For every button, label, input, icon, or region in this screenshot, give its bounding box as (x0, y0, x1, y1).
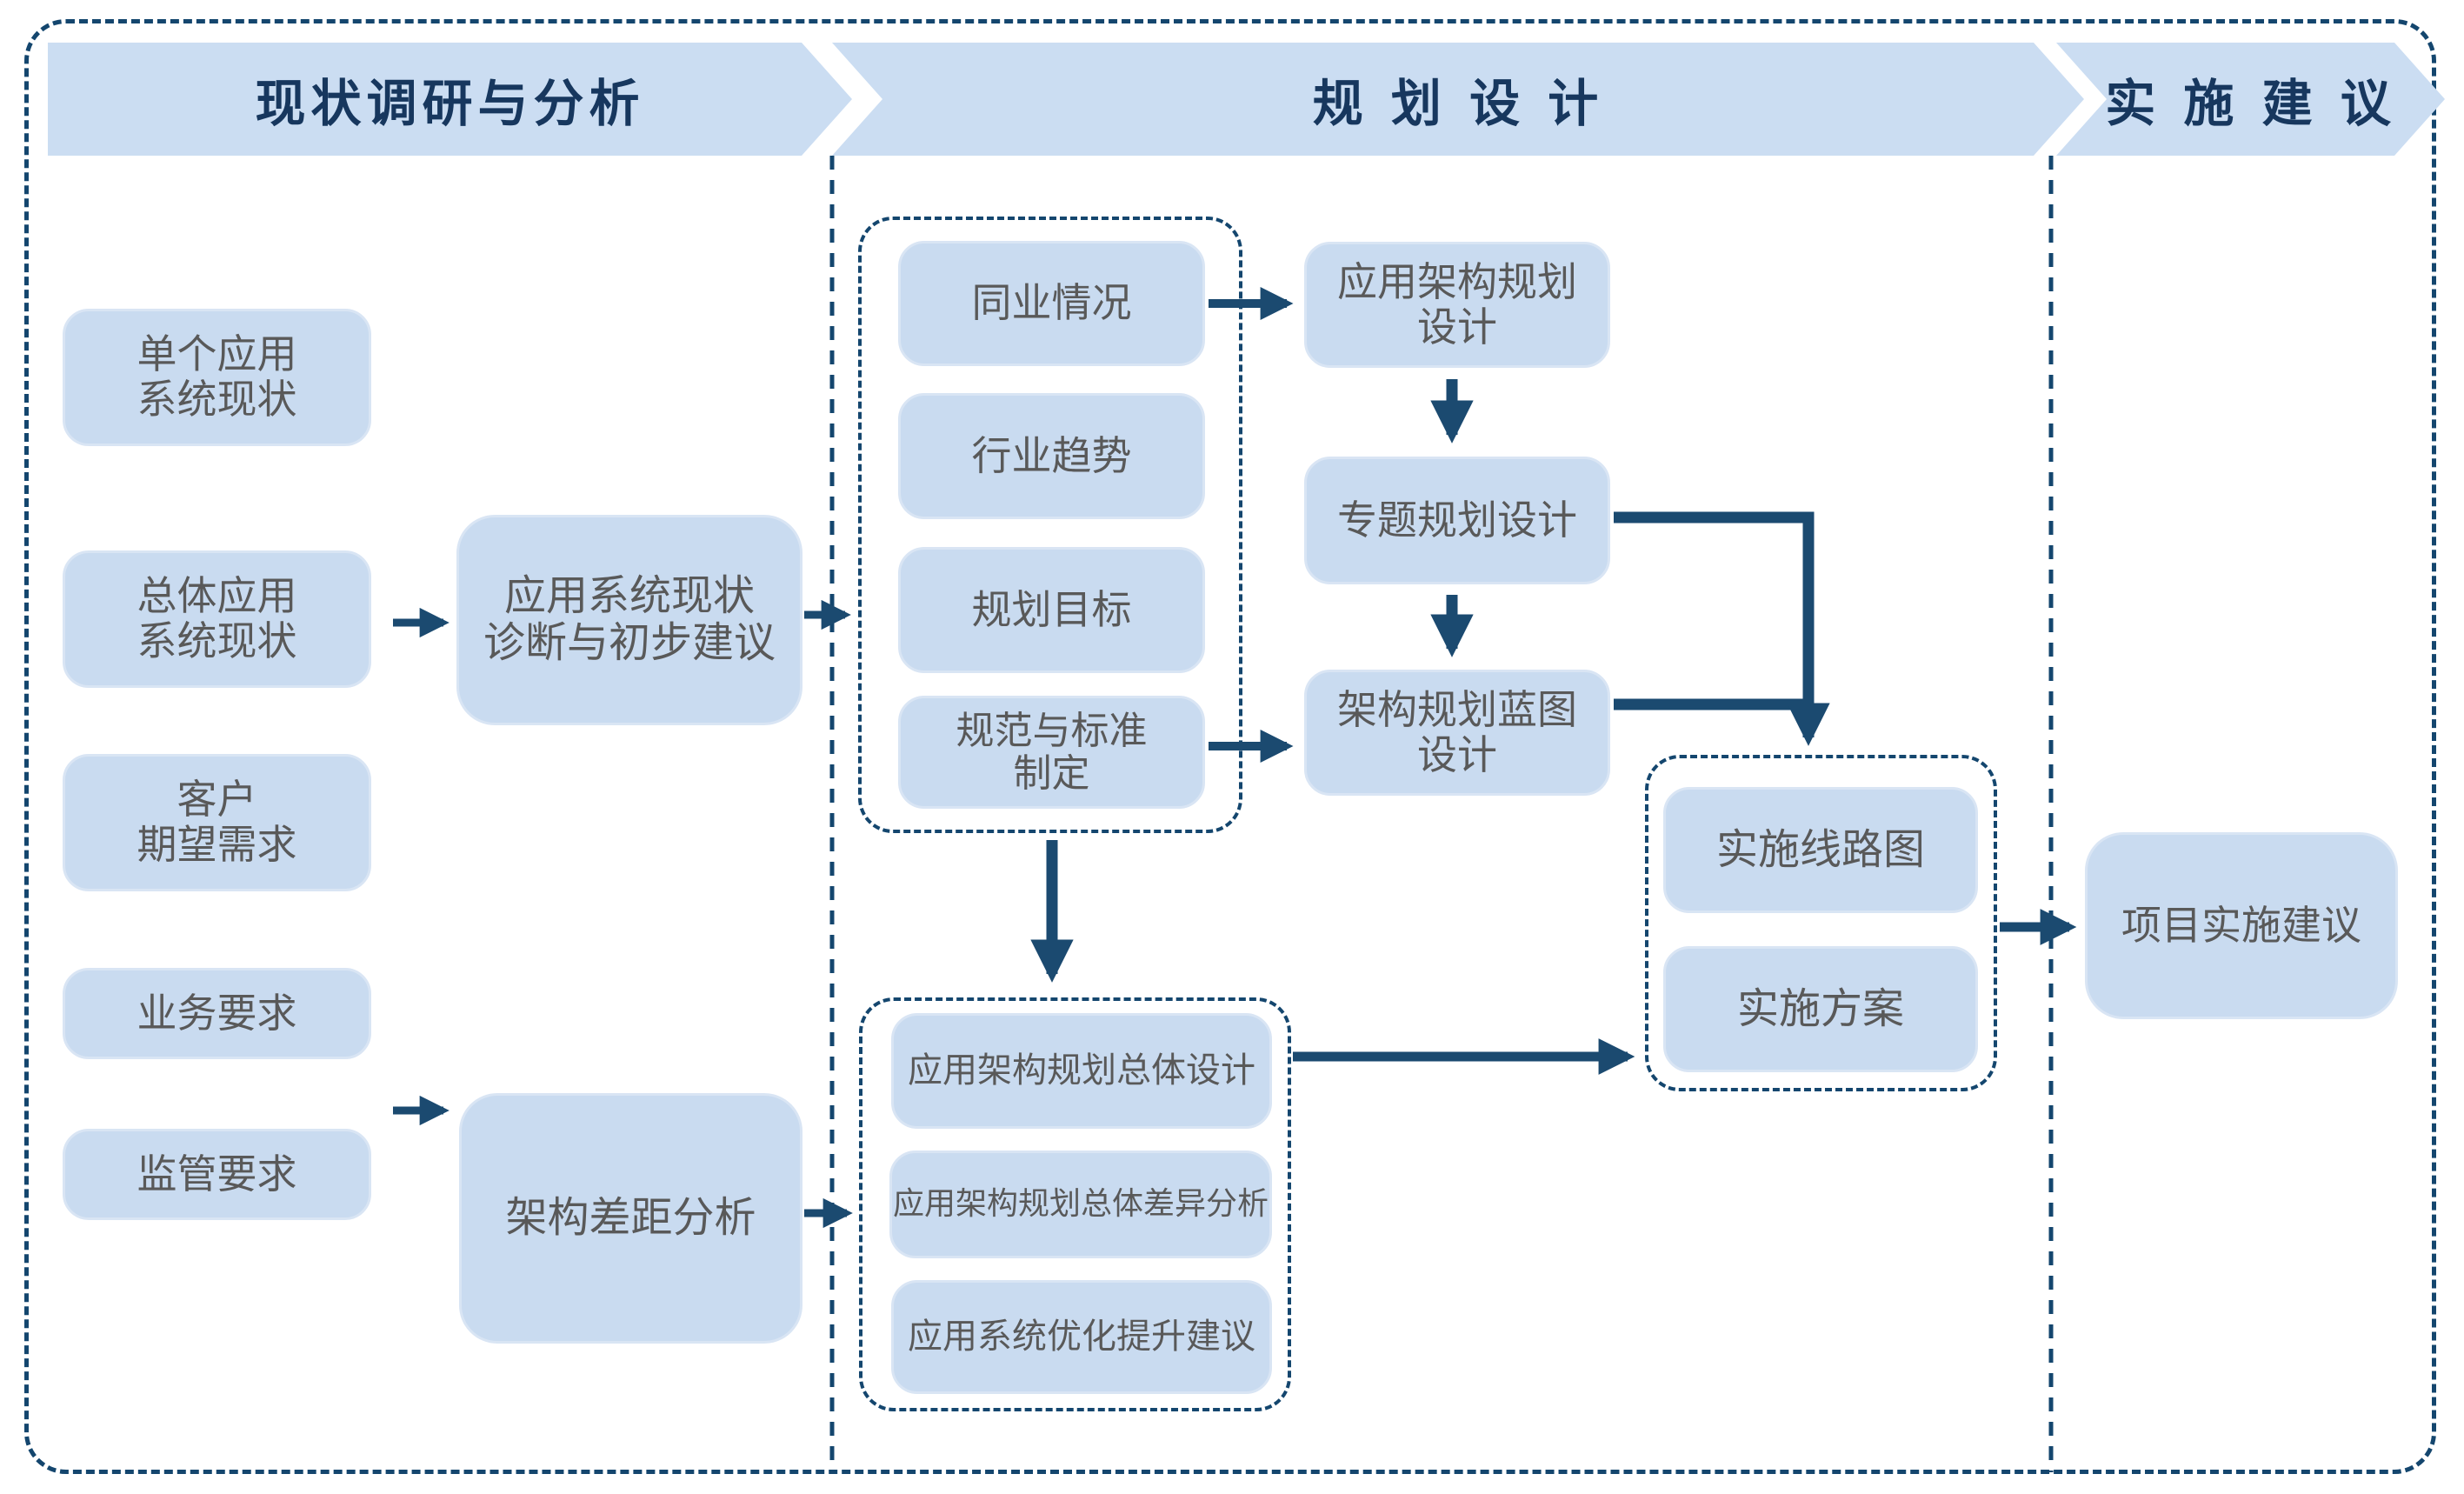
node-special-topic-planning-design: 专题规划设计 (1304, 457, 1610, 584)
group-overall-design-outputs (859, 997, 1291, 1411)
node-single-app-status: 单个应用 系统现状 (63, 309, 371, 446)
node-regulatory-requirements: 监管要求 (63, 1129, 371, 1220)
stage-banner-planning: 规 划 设 计 (832, 43, 2084, 156)
node-industry-trends: 行业趋势 (898, 393, 1205, 519)
node-business-requirements: 业务要求 (63, 968, 371, 1059)
node-customer-expectations: 客户 期望需求 (63, 754, 371, 891)
node-overall-app-status: 总体应用 系统现状 (63, 550, 371, 688)
node-app-arch-overall-gap-analysis: 应用架构规划总体差异分析 (889, 1151, 1272, 1258)
node-planning-goals: 规划目标 (898, 547, 1205, 673)
stage-banner-research: 现状调研与分析 (48, 43, 852, 156)
node-app-architecture-planning-design: 应用架构规划 设计 (1304, 242, 1610, 368)
node-app-system-optimization-suggestions: 应用系统优化提升建议 (891, 1280, 1272, 1394)
node-implementation-plan: 实施方案 (1663, 946, 1978, 1072)
group-planning-inputs (858, 217, 1242, 833)
stage-banner-implementation: 实 施 建 议 (2056, 43, 2445, 156)
node-architecture-gap-analysis: 架构差距分析 (459, 1093, 802, 1344)
node-implementation-roadmap: 实施线路图 (1663, 787, 1978, 913)
node-app-arch-overall-design: 应用架构规划总体设计 (891, 1013, 1272, 1129)
node-project-implementation-suggestions: 项目实施建议 (2085, 832, 2398, 1019)
node-peer-situation: 同业情况 (898, 241, 1205, 366)
node-standards-development: 规范与标准 制定 (898, 696, 1205, 809)
outer-dashed-border (24, 19, 2436, 1474)
node-architecture-blueprint-design: 架构规划蓝图 设计 (1304, 670, 1610, 796)
group-implementation-outputs (1645, 755, 1997, 1091)
node-status-diagnosis-and-initial-suggestions: 应用系统现状 诊断与初步建议 (456, 515, 802, 725)
